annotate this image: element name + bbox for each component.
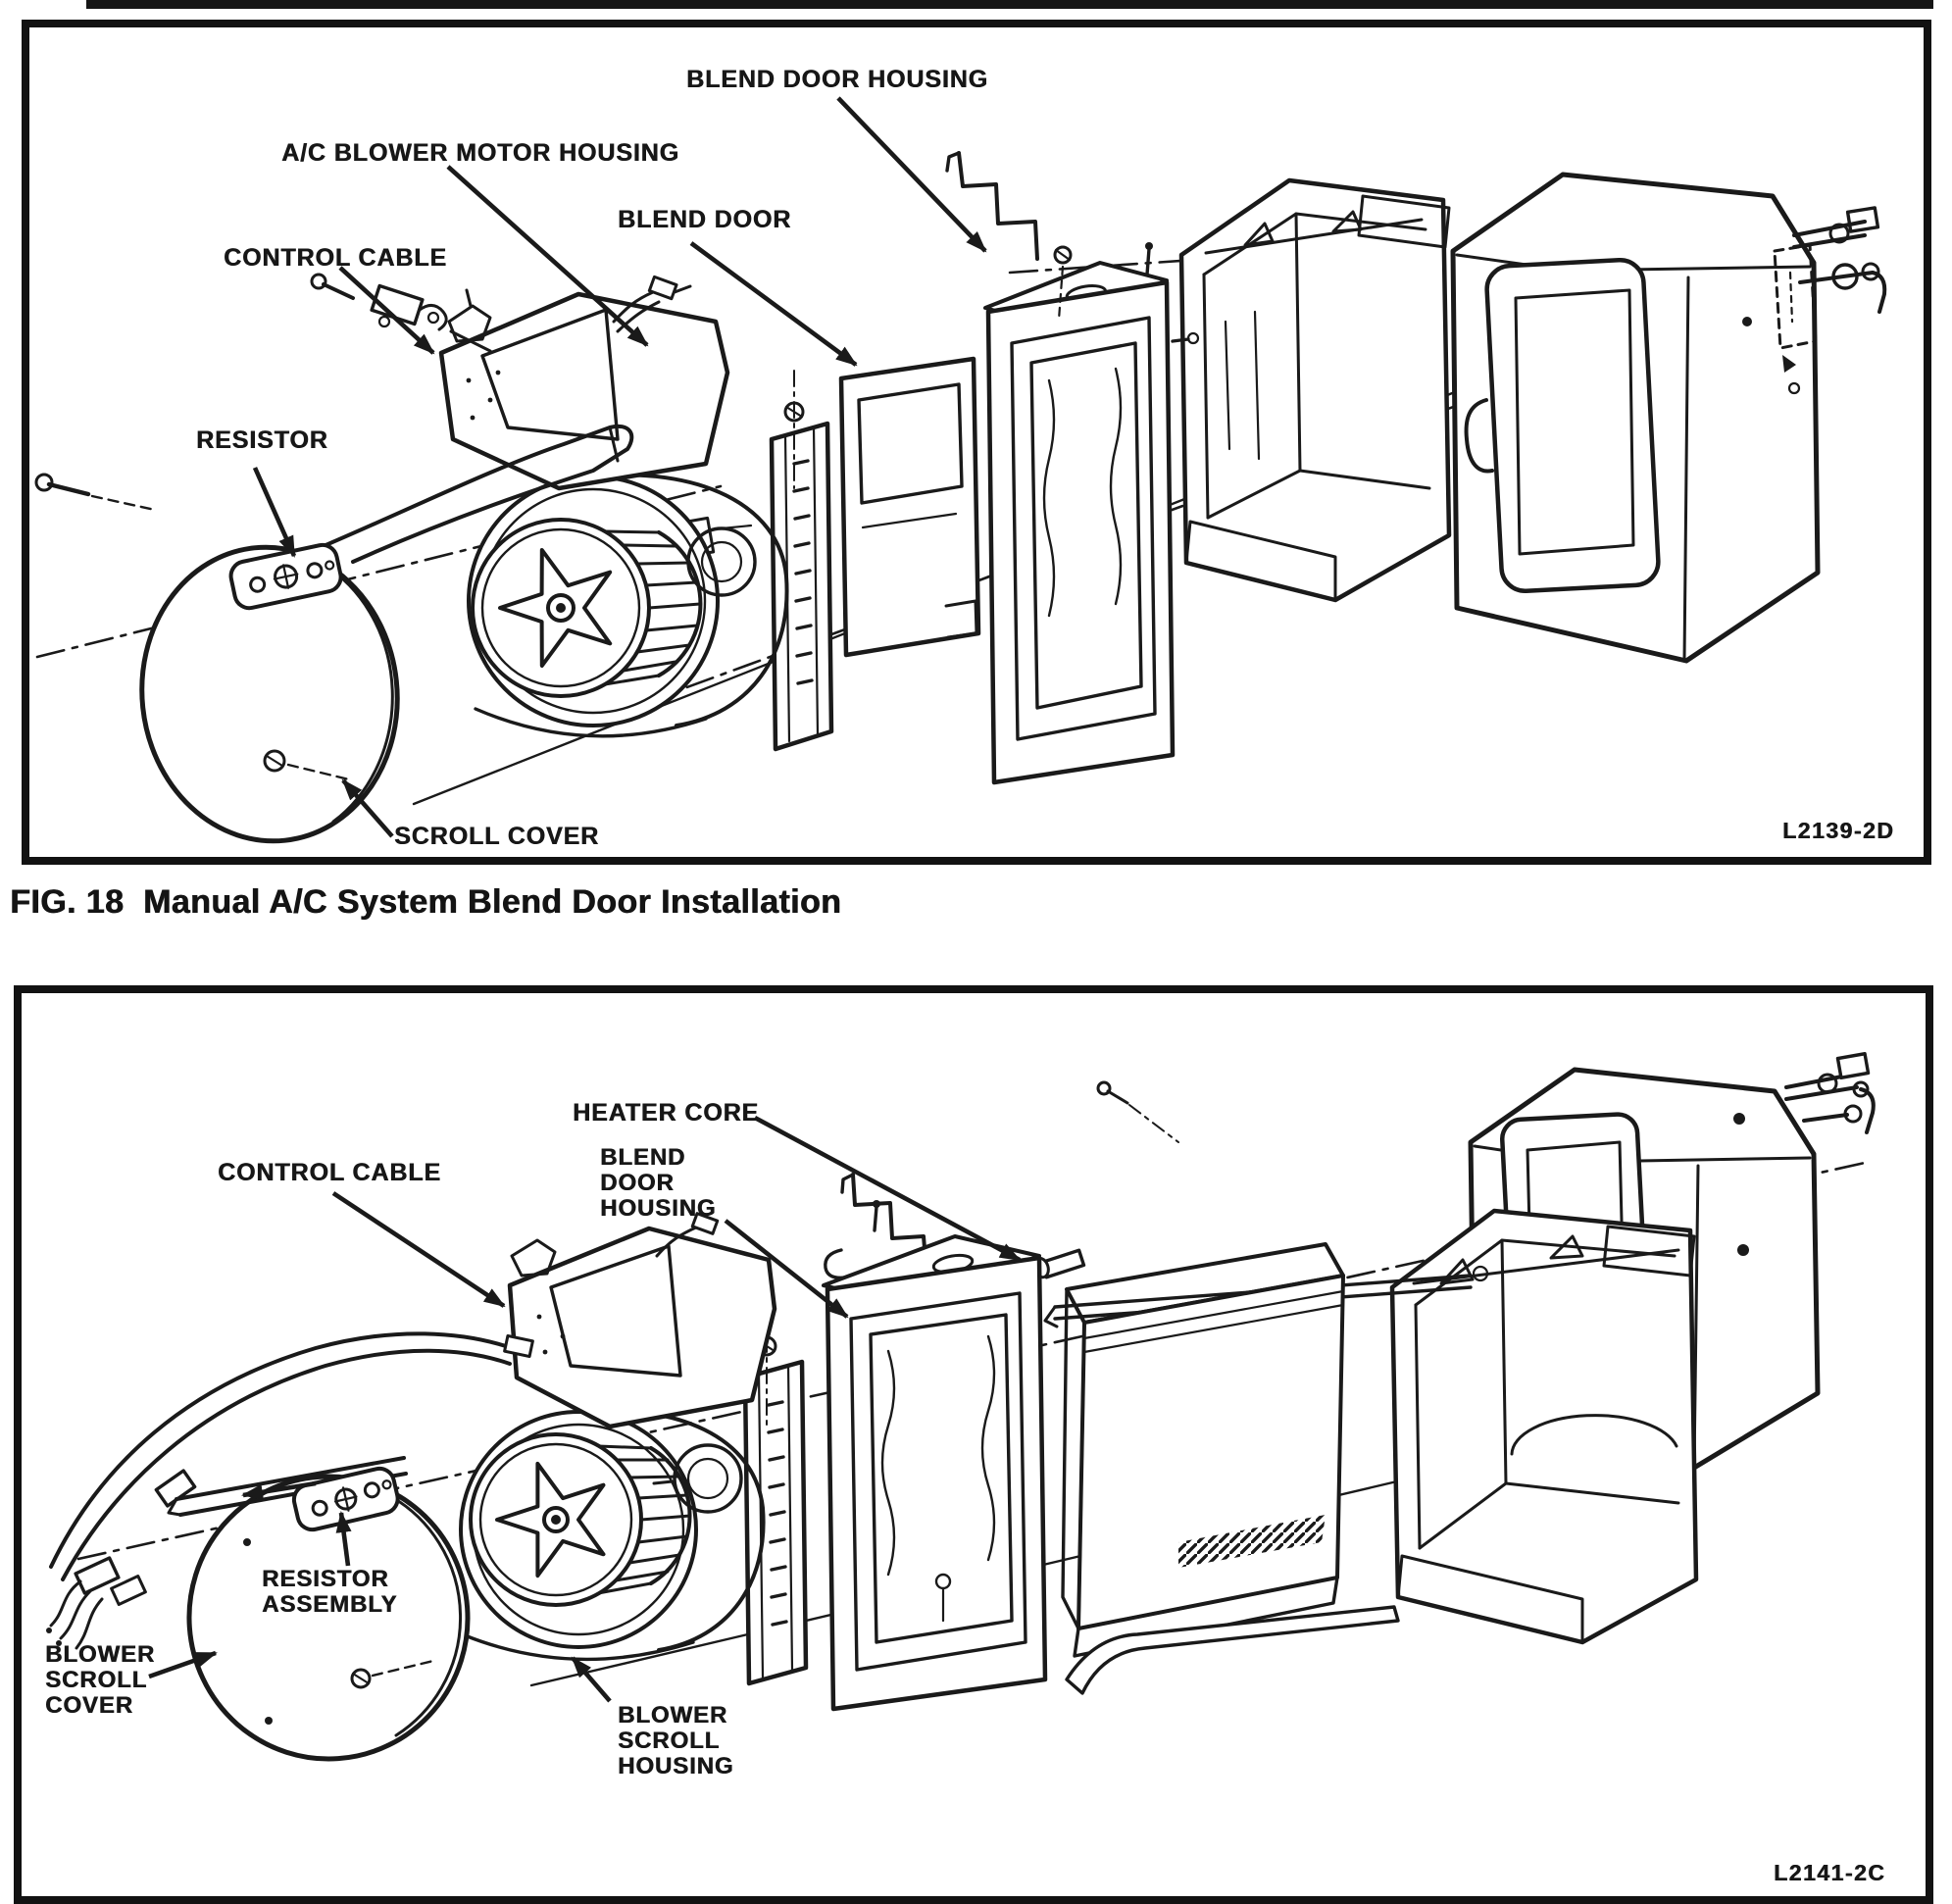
label-resistor-assembly: RESISTOR ASSEMBLY xyxy=(262,1566,398,1618)
heater-figure-ref-code: L2141-2C xyxy=(1774,1860,1886,1885)
resistor-drawing xyxy=(228,542,343,611)
label-resistor: RESISTOR xyxy=(196,426,328,454)
plenum-box-drawing xyxy=(1178,177,1452,603)
plenum-box-drawing xyxy=(1389,1208,1699,1645)
label-blend-door-housing: BLEND DOOR HOUSING xyxy=(686,66,988,93)
label-ac-blower-motor-housing: A/C BLOWER MOTOR HOUSING xyxy=(281,139,679,167)
blower-assembly-drawing xyxy=(459,1212,777,1662)
blend-door-housing-drawing xyxy=(714,1173,1048,1712)
blower-cage-fins xyxy=(596,1444,692,1595)
label-blend-door-housing: BLEND DOOR HOUSING xyxy=(600,1144,717,1222)
fig18-panel-inner: BLEND DOOR HOUSING A/C BLOWER MOTOR HOUS… xyxy=(29,27,1924,857)
control-cable-conduit-drawing xyxy=(46,1331,534,1650)
blower-assembly-drawing xyxy=(438,275,789,738)
blend-door-housing-drawing xyxy=(945,151,1200,785)
label-blend-door: BLEND DOOR xyxy=(618,206,792,233)
blower-cage-fins xyxy=(603,529,703,686)
fig18-leader-arrows xyxy=(252,96,987,838)
fig18-panel: BLEND DOOR HOUSING A/C BLOWER MOTOR HOUS… xyxy=(22,20,1931,865)
mounting-panel-drawing xyxy=(742,1304,809,1686)
scan-artifact-line xyxy=(86,0,1933,9)
heater-figure-panel: HEATER CORE CONTROL CABLE BLEND DOOR HOU… xyxy=(14,985,1933,1904)
heater-figure-panel-inner: HEATER CORE CONTROL CABLE BLEND DOOR HOU… xyxy=(22,993,1926,1896)
figure-caption: FIG. 18 Manual A/C System Blend Door Ins… xyxy=(10,883,842,921)
blend-door-drawing xyxy=(838,356,981,658)
label-blower-scroll-cover: BLOWER SCROLL COVER xyxy=(45,1641,156,1719)
heater-core-drawing xyxy=(1032,1080,1489,1695)
fig18-ref-code: L2139-2D xyxy=(1782,818,1895,843)
heater-exploded-drawing xyxy=(46,1052,1876,1762)
scroll-cover-drawing xyxy=(34,424,634,844)
label-control-cable: CONTROL CABLE xyxy=(224,244,447,272)
heater-figure-leader-arrows xyxy=(148,1115,1022,1703)
evaporator-case-drawing xyxy=(1450,172,1887,664)
label-heater-core: HEATER CORE xyxy=(573,1099,760,1127)
label-control-cable: CONTROL CABLE xyxy=(218,1159,441,1186)
fig18-exploded-drawing xyxy=(34,96,1887,844)
label-scroll-cover: SCROLL COVER xyxy=(394,823,599,850)
label-blower-scroll-housing: BLOWER SCROLL HOUSING xyxy=(618,1702,734,1779)
